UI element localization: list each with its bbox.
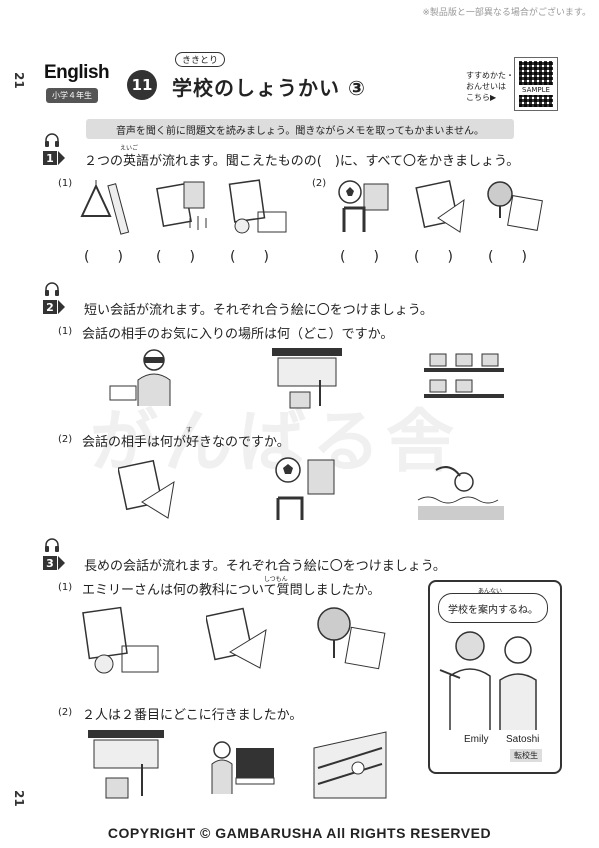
question-2-sub-1: (1) — [58, 326, 73, 337]
grade-badge: 小学４年生 — [46, 88, 98, 103]
furigana: あんない — [478, 588, 503, 595]
speech-bubble: 学校を案内するね。 — [438, 593, 548, 623]
answer-blank[interactable]: ( ) — [488, 249, 527, 265]
answer-blank[interactable]: ( ) — [156, 249, 195, 265]
dialogue-frame — [428, 580, 562, 774]
side-page-number-top: 21 — [12, 72, 26, 89]
name-label-emily: Emily — [464, 734, 489, 745]
question-3-label: 3 — [43, 556, 57, 570]
qr-caption: すすめかた・ おんせいは こちら▶ — [466, 70, 522, 103]
math-book-picture[interactable] — [206, 606, 272, 672]
category-tag: ききとり — [175, 52, 226, 67]
question-3-text: 長めの会話が流れます。それぞれ合う絵に〇をつけましょう。 — [84, 559, 446, 574]
globe-social-book-picture[interactable] — [312, 604, 388, 674]
triangle-recorder-picture[interactable] — [78, 178, 148, 236]
arrow-icon — [58, 556, 65, 570]
pool-picture[interactable] — [312, 728, 388, 800]
question-3-sub-1: (1) — [58, 582, 73, 593]
stage-gym-picture[interactable] — [270, 346, 344, 410]
furigana: えいご — [120, 145, 139, 152]
answer-blank[interactable]: ( ) — [230, 249, 269, 265]
question-1-label: 1 — [43, 151, 57, 165]
answer-blank[interactable]: ( ) — [414, 249, 453, 265]
question-1-sub-2: (2) — [312, 178, 327, 189]
headphones-icon[interactable] — [44, 537, 60, 553]
music-books-picture[interactable] — [154, 178, 220, 236]
furigana: しつもん — [264, 576, 288, 583]
soccer-vaulting-box-picture[interactable] — [272, 456, 338, 522]
qr-sample-label: SAMPLE — [522, 86, 550, 94]
qr-code-image — [519, 61, 553, 85]
question-2-sub-2-text: 会話の相手は何が好きなのですか。 — [82, 435, 290, 450]
qr-caption-line[interactable]: こちら▶ — [466, 93, 497, 102]
question-1-sub-1: (1) — [58, 178, 73, 189]
qr-caption-line: おんせいは — [466, 82, 506, 91]
science-room-picture[interactable] — [108, 346, 184, 408]
transfer-student-tag: 転校生 — [510, 749, 542, 762]
disclaimer-note: ※製品版と一部異なる場合がございます。 — [422, 8, 591, 18]
science-book-picture[interactable] — [82, 606, 162, 676]
name-label-satoshi: Satoshi — [506, 734, 540, 745]
question-3-sub-2-text: ２人は２番目にどこに行きましたか。 — [82, 708, 303, 723]
question-1-text: ２つの英語が流れます。聞こえたものの( )に、すべて〇をかきましょう。 — [84, 154, 520, 169]
furigana: す — [186, 427, 193, 434]
soccer-ball-picture[interactable] — [334, 178, 394, 236]
qr-code-image — [519, 95, 553, 107]
question-2-text: 短い会話が流れます。それぞれ合う絵に〇をつけましょう。 — [84, 303, 433, 318]
side-page-number-bottom: 21 — [12, 790, 26, 807]
math-book-picture[interactable] — [118, 458, 180, 522]
globe-social-book-picture[interactable] — [482, 178, 548, 236]
question-2-sub-1-text: 会話の相手のお気に入りの場所は何（どこ）ですか。 — [82, 327, 394, 342]
headphones-icon[interactable] — [44, 132, 60, 148]
swimming-picture[interactable] — [416, 456, 506, 522]
page-title: 学校のしょうかい ③ — [172, 76, 366, 100]
question-3-sub-1-text: エミリーさんは何の教科について質問しましたか。 — [82, 583, 381, 598]
math-book-picture[interactable] — [414, 178, 472, 236]
unit-number: 11 — [127, 70, 157, 100]
question-2-sub-2: (2) — [58, 434, 73, 445]
headphones-icon[interactable] — [44, 281, 60, 297]
qr-caption-line: すすめかた・ — [466, 71, 514, 80]
answer-blank[interactable]: ( ) — [340, 249, 379, 265]
science-book-picture[interactable] — [228, 178, 290, 236]
instruction-banner: 音声を聞く前に問題文を読みましょう。聞きながらメモを取ってもかまいません。 — [86, 119, 514, 139]
arrow-icon — [58, 151, 65, 165]
subject-heading: English — [44, 62, 110, 83]
music-room-picture[interactable] — [200, 728, 280, 800]
arrow-icon — [58, 300, 65, 314]
question-2-label: 2 — [43, 300, 57, 314]
answer-blank[interactable]: ( ) — [84, 249, 123, 265]
students-picture — [439, 631, 537, 730]
stage-gym-picture[interactable] — [86, 728, 166, 800]
qr-code[interactable]: SAMPLE — [514, 57, 558, 111]
computer-room-picture[interactable] — [424, 350, 504, 412]
copyright: COPYRIGHT © GAMBARUSHA All RIGHTS RESERV… — [107, 825, 492, 841]
question-3-sub-2: (2) — [58, 707, 73, 718]
